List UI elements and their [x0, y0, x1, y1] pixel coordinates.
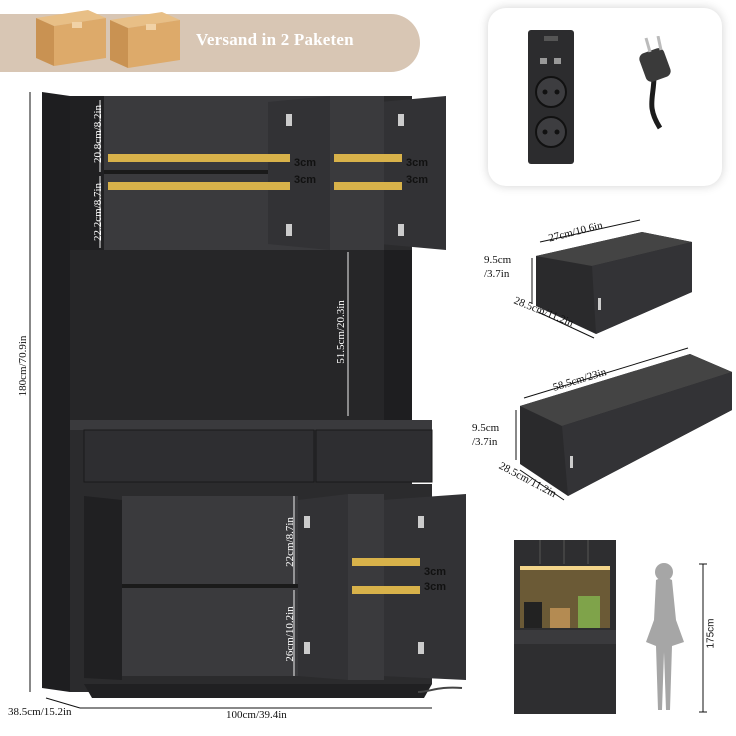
width-label: 100cm/39.4in [226, 709, 287, 721]
socket-inset-panel [488, 8, 722, 186]
large-drawer-height-b: /3.7in [472, 436, 498, 448]
adjust-label-3: 3cm [406, 157, 429, 169]
upper-shelf-bottom-label: 22.2cm/8.7in [92, 182, 104, 242]
scale-height-line [699, 563, 707, 713]
small-drawer-illustration [531, 219, 692, 339]
woman-silhouette-icon [646, 563, 684, 710]
lower-shelf-top-label: 22cm/8.7in [284, 517, 296, 567]
lower-shelf-bottom-label: 26cm/10.2in [284, 606, 296, 662]
adjust-label-6: 3cm [424, 581, 447, 593]
power-socket-icon [528, 30, 574, 164]
large-drawer-illustration [515, 347, 732, 501]
power-plug-icon [639, 36, 671, 130]
upper-shelf-top-label: 20.8cm/8.2in [92, 104, 104, 164]
adjust-label-5: 3cm [424, 566, 447, 578]
shipping-banner-text: Versand in 2 Paketen [196, 30, 354, 49]
small-drawer-height-a: 9.5cm [484, 254, 512, 266]
large-drawer-height-a: 9.5cm [472, 422, 500, 434]
cardboard-box-icon [36, 10, 180, 68]
scale-comparison-illustration [514, 540, 616, 714]
scale-height-label: 175cm [705, 618, 717, 649]
adjust-label-4: 3cm [406, 174, 429, 186]
adjust-label-1: 3cm [294, 157, 317, 169]
small-drawer-height-b: /3.7in [484, 268, 510, 280]
depth-label: 38.5cm/15.2in [8, 706, 72, 718]
middle-gap-label: 51.5cm/20.3in [335, 300, 347, 364]
height-label: 180cm/70.9in [17, 335, 29, 397]
adjust-label-2: 3cm [294, 174, 317, 186]
cabinet-illustration [29, 92, 466, 709]
